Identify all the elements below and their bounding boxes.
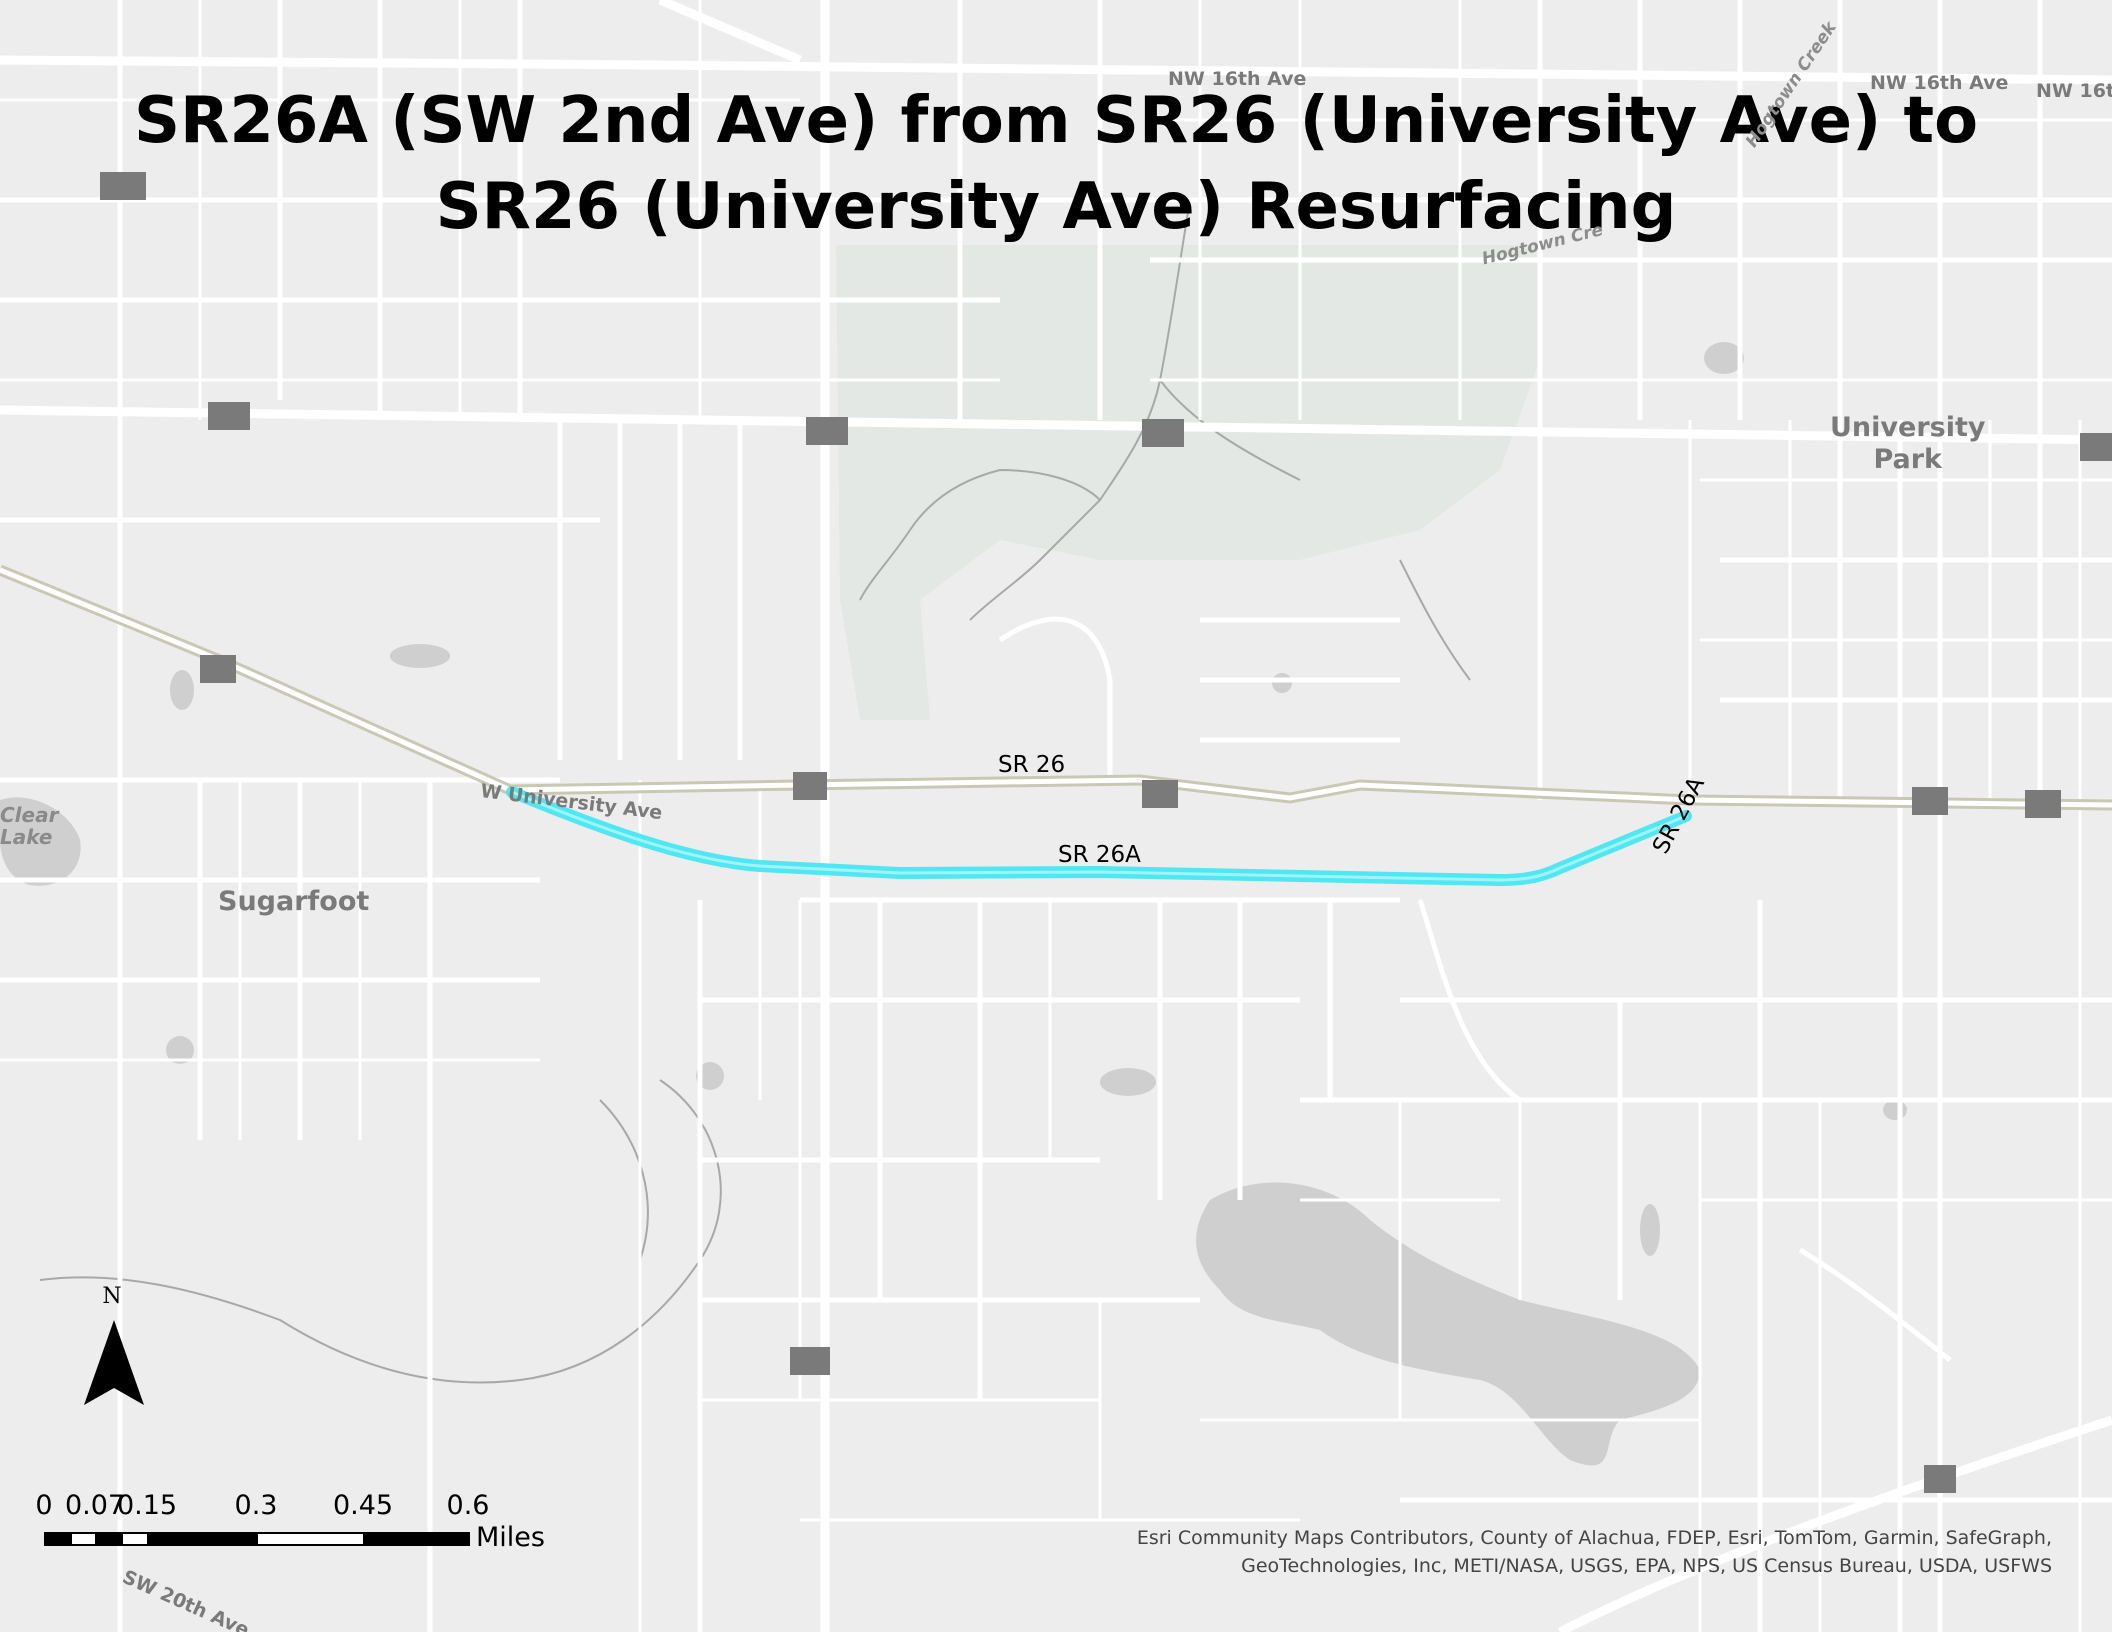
scale-segment [121, 1532, 149, 1546]
sr26a-center [510, 790, 1688, 882]
north-letter: N [102, 1284, 122, 1309]
scale-tick: 0.07 [64, 1490, 126, 1521]
park-area [836, 245, 1540, 720]
pond [166, 1036, 194, 1064]
attribution-credits: Esri Community Maps Contributors, County… [1137, 1524, 2052, 1580]
scale-segment [256, 1532, 365, 1546]
sr26-road [0, 567, 2112, 808]
map-title: SR26A (SW 2nd Ave) from SR26 (University… [0, 78, 2112, 250]
route-shield-icon [200, 655, 236, 683]
place-label-sugarfoot: Sugarfoot [218, 886, 370, 917]
route-shield-icon [790, 1347, 830, 1375]
route-shield-icon [1142, 780, 1178, 808]
route-label-sr26a: SR 26A [1058, 842, 1141, 868]
scale-segment [70, 1532, 97, 1546]
scale-segment [95, 1532, 123, 1546]
scale-segment [147, 1532, 258, 1546]
scale-tick: 0.3 [234, 1490, 278, 1521]
pond [1640, 1204, 1660, 1256]
street-label-nw16-b: NW 16th Ave [1870, 72, 2009, 94]
credits-line1: Esri Community Maps Contributors, County… [1136, 1527, 2052, 1549]
creek-lines [39, 199, 1471, 1384]
route-shield-icon [806, 417, 848, 445]
route-shield-icon [1912, 787, 1948, 815]
pond [1883, 1100, 1907, 1120]
place-label-university-park: University Park [1830, 412, 1986, 475]
scale-tick: 0 [35, 1490, 53, 1521]
credits-line2: GeoTechnologies, Inc, METI/NASA, USGS, E… [1241, 1555, 2052, 1577]
route-shield-icon [2025, 790, 2061, 818]
street-label-nw16-c: NW 16t [2036, 80, 2112, 102]
pond [390, 644, 450, 668]
route-shields [100, 172, 2112, 1493]
scale-bar: 0 0.07 0.15 0.3 0.45 0.6 Miles [35, 1490, 600, 1553]
lake-south [1196, 1182, 1700, 1466]
scale-segment [363, 1532, 470, 1546]
map-title-line2: SR26 (University Ave) Resurfacing [435, 170, 1677, 244]
route-shield-icon [208, 402, 250, 430]
route-label-sr26: SR 26 [998, 752, 1066, 778]
clear-lake [0, 797, 81, 886]
pond [696, 1062, 724, 1090]
scale-segment [44, 1532, 72, 1546]
pond [1100, 1068, 1156, 1096]
pond [1704, 342, 1744, 374]
north-arrow: N [84, 1284, 144, 1416]
route-shield-icon [1142, 419, 1184, 447]
route-shield-icon [1924, 1465, 1956, 1493]
scale-units: Miles [476, 1522, 545, 1553]
map-title-line1: SR26A (SW 2nd Ave) from SR26 (University… [133, 84, 1979, 158]
scale-tick: 0.15 [116, 1490, 178, 1521]
street-label-nw16-a: NW 16th Ave [1168, 68, 1307, 90]
pond [1272, 673, 1292, 693]
route-shield-icon [2080, 433, 2112, 461]
place-label-clear-lake: Clear Lake [0, 803, 59, 849]
scale-tick: 0.6 [446, 1490, 490, 1521]
scale-tick: 0.45 [332, 1490, 394, 1521]
pond [170, 670, 194, 710]
route-shield-icon [793, 772, 827, 800]
north-arrow-icon [84, 1320, 144, 1405]
route-shield-icon [100, 172, 146, 200]
